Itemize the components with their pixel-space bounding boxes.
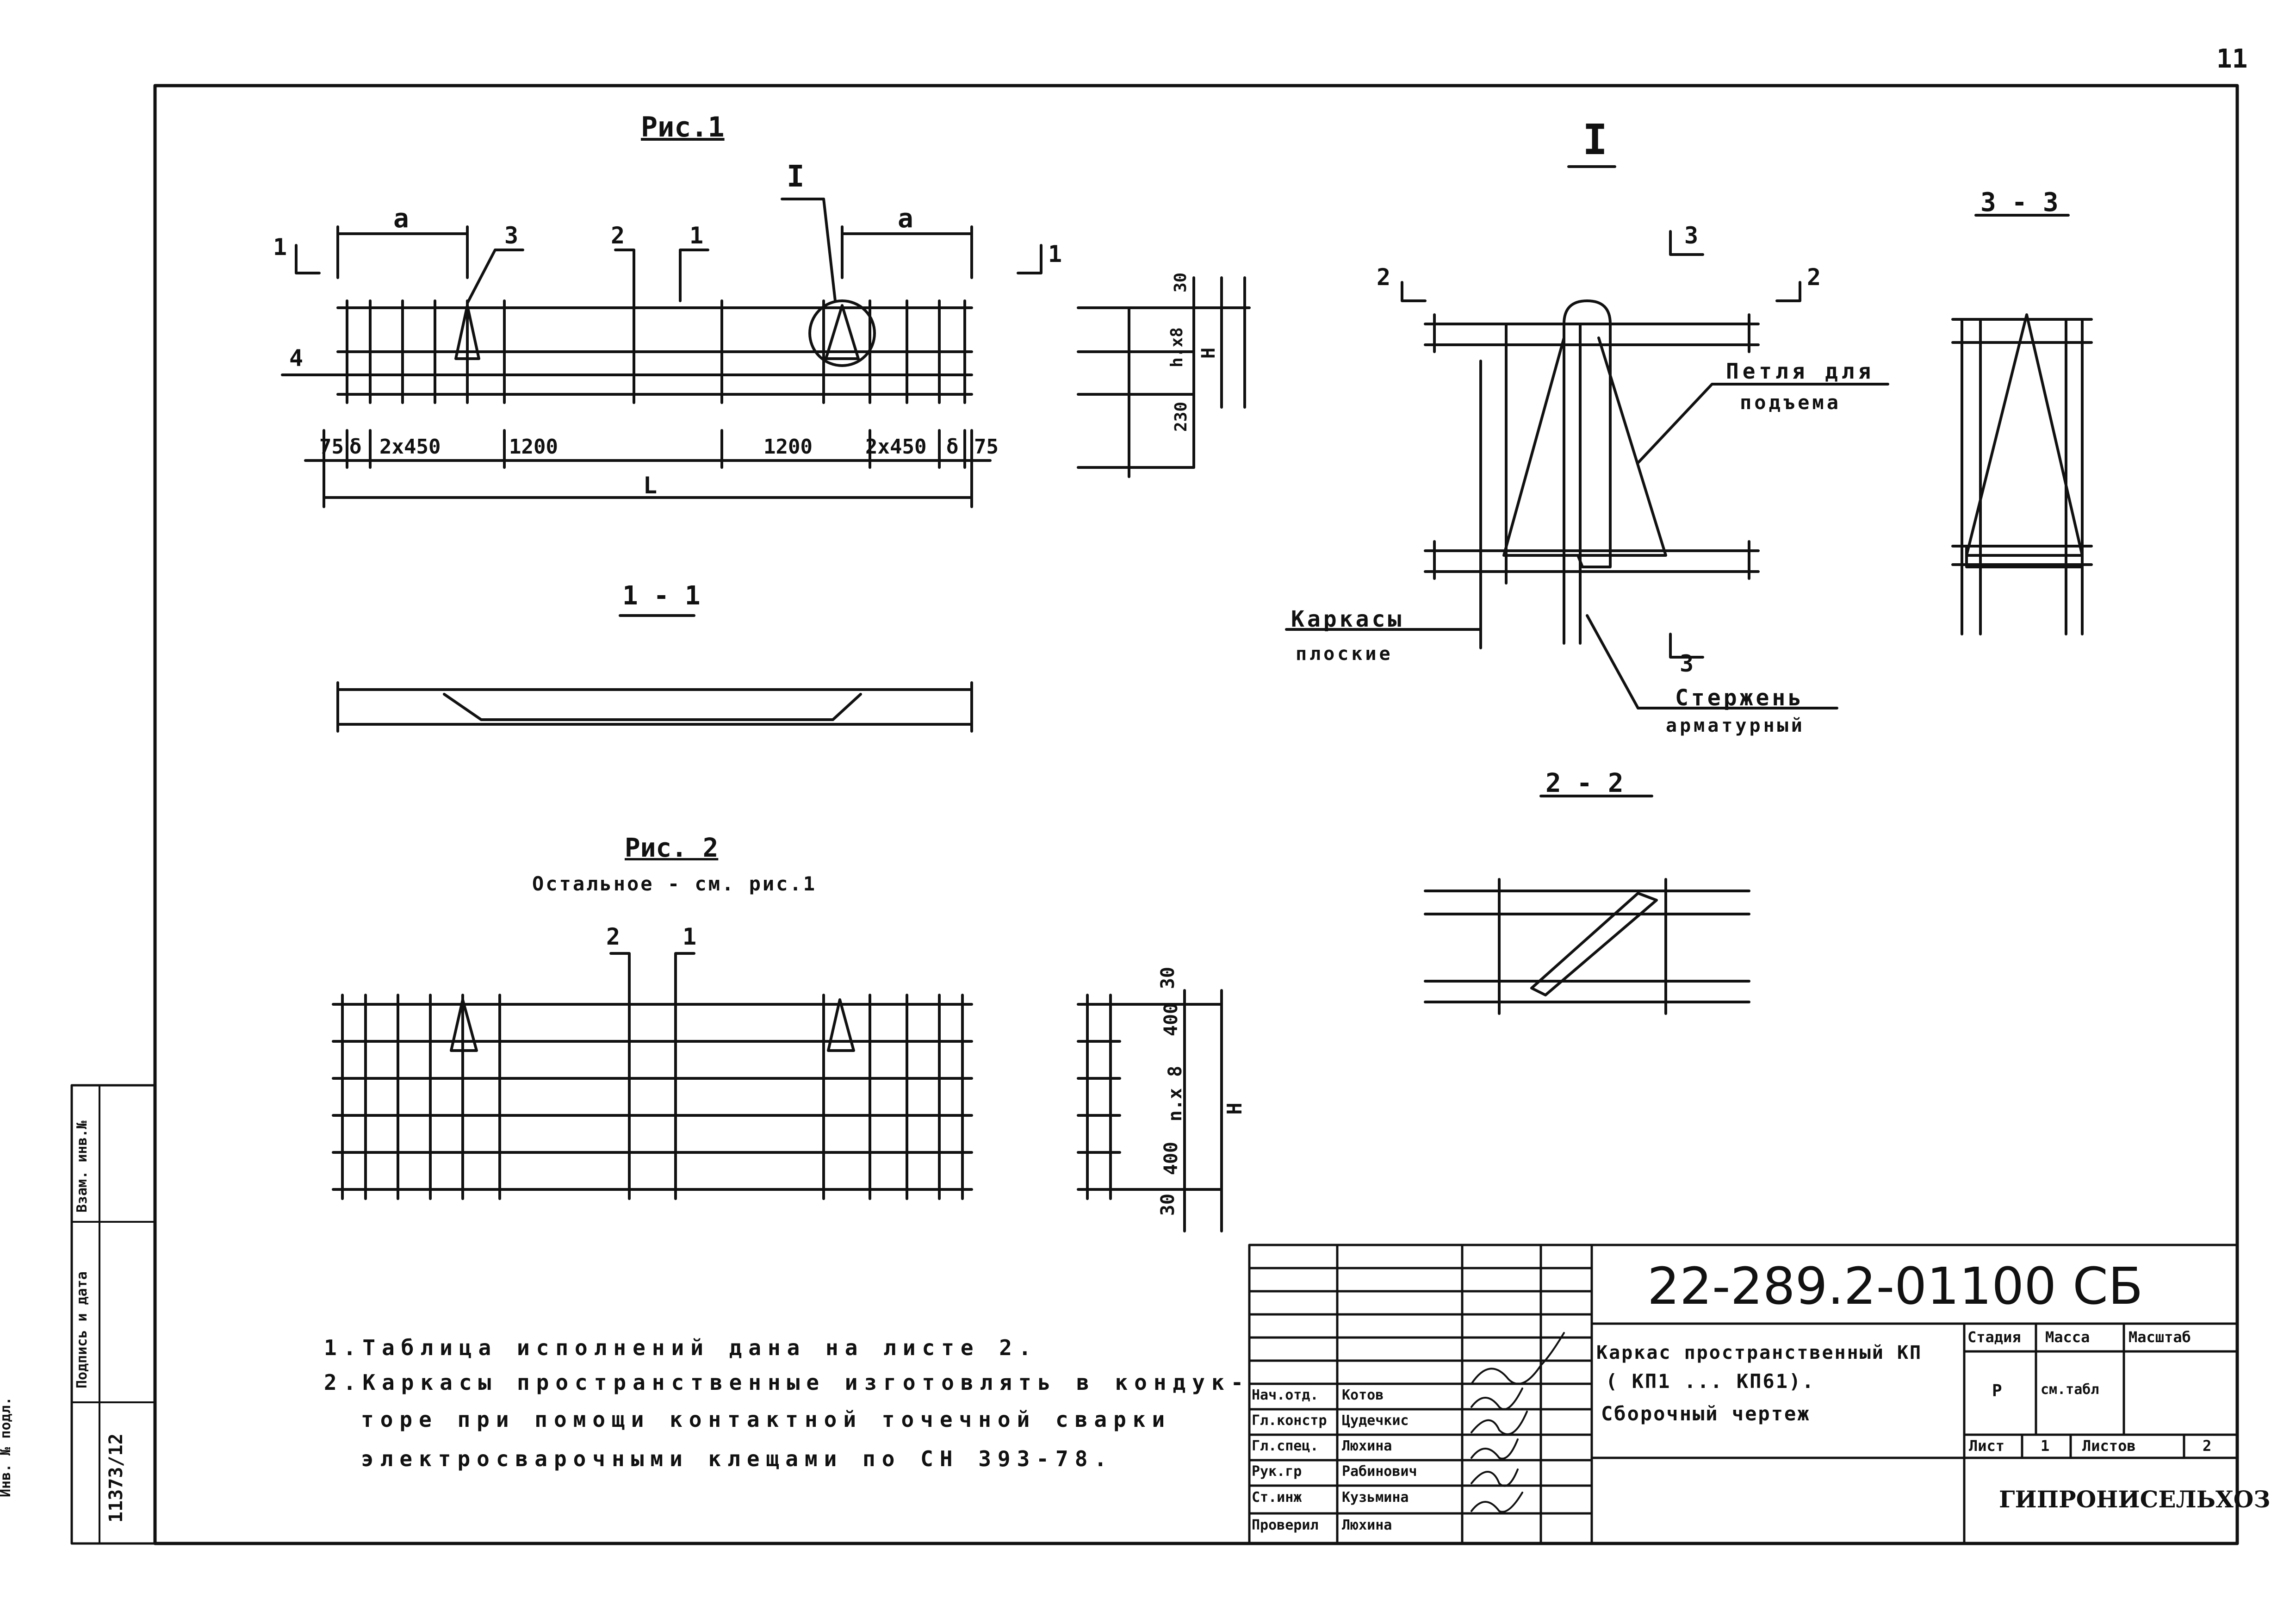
- detail-I-view: [1285, 165, 1889, 709]
- sig-name-3: Люхина: [1342, 1438, 1392, 1454]
- detail-I-title: I: [1582, 116, 1608, 164]
- loop-label-line1: Петля для: [1726, 359, 1875, 384]
- section-3-3-title: 3 - 3: [1980, 187, 2059, 218]
- fig1-side-dim-230: 230: [1172, 401, 1191, 432]
- fig1-label-a-right: а: [898, 204, 913, 234]
- fig1-dim-d-right: δ: [946, 435, 959, 459]
- detail-cut2-right: 2: [1807, 264, 1821, 291]
- section-1-1-title: 1 - 1: [622, 581, 701, 611]
- scale-header: Масштаб: [2128, 1328, 2191, 1346]
- fig1-cut-right: 1: [1048, 241, 1062, 268]
- fig2-subtitle: Остальное - см. рис.1: [532, 872, 817, 895]
- fig1-side-view: [1077, 276, 1251, 478]
- title-block-grid: [1248, 1244, 2239, 1545]
- fig2-side-dim-400-top: 400: [1160, 1002, 1182, 1037]
- fig1-side-dim-H: H: [1198, 347, 1220, 359]
- fig1-dim-75-right: 75: [974, 435, 999, 459]
- side-inv-label: Инв. № подл.: [0, 1397, 14, 1497]
- fig2-label-pos2: 2: [606, 923, 621, 950]
- detail-cut2-left: 2: [1377, 264, 1391, 291]
- sheets-value: 2: [2203, 1437, 2212, 1455]
- fig1-label-pos1: 1: [689, 222, 704, 249]
- rod-label-line1: Стержень: [1675, 685, 1805, 711]
- fig1-label-pos4: 4: [289, 345, 304, 372]
- sheet-label: Лист: [1969, 1437, 2005, 1455]
- title-line-3: Сборочный чертеж: [1601, 1402, 1811, 1425]
- fig1-side-dim-30: 30: [1171, 272, 1191, 293]
- sig-name-5: Кузьмина: [1342, 1489, 1409, 1506]
- frames-label-line1: Каркасы: [1291, 606, 1404, 632]
- fig2-side-dim-30-top: 30: [1157, 966, 1179, 989]
- signature-scribbles: [1471, 1332, 1565, 1513]
- detail-I-circle: [808, 299, 876, 367]
- frames-label-line2: плоские: [1296, 643, 1393, 665]
- sig-role-3: Гл.спец.: [1252, 1438, 1319, 1454]
- fig2-title: Рис. 2: [625, 833, 719, 863]
- detail-cut3-top: 3: [1684, 222, 1699, 249]
- section-2-2-title: 2 - 2: [1545, 768, 1624, 798]
- sig-name-4: Рабинович: [1342, 1463, 1417, 1480]
- fig1-dim-2x450-right: 2х450: [865, 435, 927, 459]
- fig2-label-pos1: 1: [683, 923, 697, 950]
- loop-label-line2: подъема: [1740, 391, 1842, 414]
- drawing-code: 22-289.2-01100 СБ: [1647, 1257, 2143, 1316]
- fig2-side-dim-30-bottom: 30: [1157, 1193, 1179, 1216]
- title-line-2: ( КП1 ... КП61).: [1606, 1370, 1815, 1393]
- sig-role-4: Рук.гр: [1252, 1463, 1302, 1480]
- rod-label-line2: арматурный: [1666, 715, 1805, 736]
- page-number: 11: [2216, 44, 2248, 74]
- stage-header: Стадия: [1967, 1328, 2021, 1346]
- fig2-side-dim-nx8: n.x 8: [1165, 1065, 1186, 1122]
- fig1-dim-L: L: [643, 472, 658, 499]
- fig2-side-dim-400-bottom: 400: [1160, 1141, 1182, 1176]
- note-4: электросварочными клещами по СН 393-78.: [361, 1446, 1114, 1471]
- fig2-side-view: [1077, 989, 1223, 1232]
- sig-role-6: Проверил: [1252, 1517, 1319, 1533]
- fig1-label-pos3: 3: [504, 222, 519, 249]
- title-line-1: Каркас пространственный КП: [1596, 1342, 1923, 1363]
- fig1-dim-75-left: 75: [319, 435, 344, 459]
- sheets-label: Листов: [2082, 1437, 2136, 1455]
- side-sign-date-label: Подпись и дата: [74, 1271, 90, 1388]
- side-replace-label: Взам. инв.№: [74, 1120, 90, 1213]
- fig1-dim-d-left: δ: [349, 435, 362, 459]
- sig-name-1: Котов: [1342, 1387, 1384, 1403]
- mass-value: см.табл: [2041, 1381, 2099, 1398]
- side-inv-value: 11373/12: [105, 1433, 127, 1523]
- sig-role-2: Гл.констр: [1252, 1412, 1327, 1429]
- section-2-2-view: [1424, 795, 1750, 1015]
- sheet-value: 1: [2041, 1437, 2050, 1455]
- note-1: 1.Таблица исполнений дана на листе 2.: [324, 1335, 1038, 1360]
- fig1-label-detail: I: [787, 160, 805, 194]
- fig1-dim-1200-left: 1200: [509, 435, 558, 459]
- sig-name-2: Цудечкис: [1342, 1412, 1409, 1429]
- note-3: торе при помощи контактной точечной свар…: [361, 1407, 1172, 1432]
- organization-name: ГИПРОНИСЕЛЬХОЗ: [1999, 1486, 2271, 1513]
- fig1-label-pos2: 2: [611, 222, 625, 249]
- stage-value: Р: [1992, 1381, 2002, 1400]
- mass-header: Масса: [2045, 1328, 2090, 1346]
- fig1-title: Рис.1: [641, 111, 725, 143]
- fig1-dim-1200-right: 1200: [763, 435, 813, 459]
- section-3-3-view: [1951, 214, 2093, 635]
- sig-role-1: Нач.отд.: [1252, 1387, 1319, 1403]
- sig-role-5: Ст.инж: [1252, 1489, 1302, 1506]
- fig1-elevation: [281, 198, 1043, 508]
- side-stamp-frame: [70, 1084, 156, 1545]
- drawing-frame: [153, 84, 2239, 1545]
- fig1-label-a-left: а: [393, 204, 409, 234]
- fig1-cut-left: 1: [273, 234, 287, 261]
- fig1-dim-2x450-left: 2х450: [379, 435, 441, 459]
- sig-name-6: Люхина: [1342, 1517, 1392, 1533]
- detail-cut3-bottom: 3: [1680, 650, 1694, 677]
- note-2: 2.Каркасы пространственные изготовлять в…: [324, 1370, 1250, 1395]
- fig1-side-dim-nx8: h.x8: [1167, 327, 1186, 367]
- section-1-1-view: [336, 614, 973, 733]
- fig2-elevation: [332, 952, 973, 1200]
- fig2-side-dim-H: H: [1222, 1102, 1247, 1115]
